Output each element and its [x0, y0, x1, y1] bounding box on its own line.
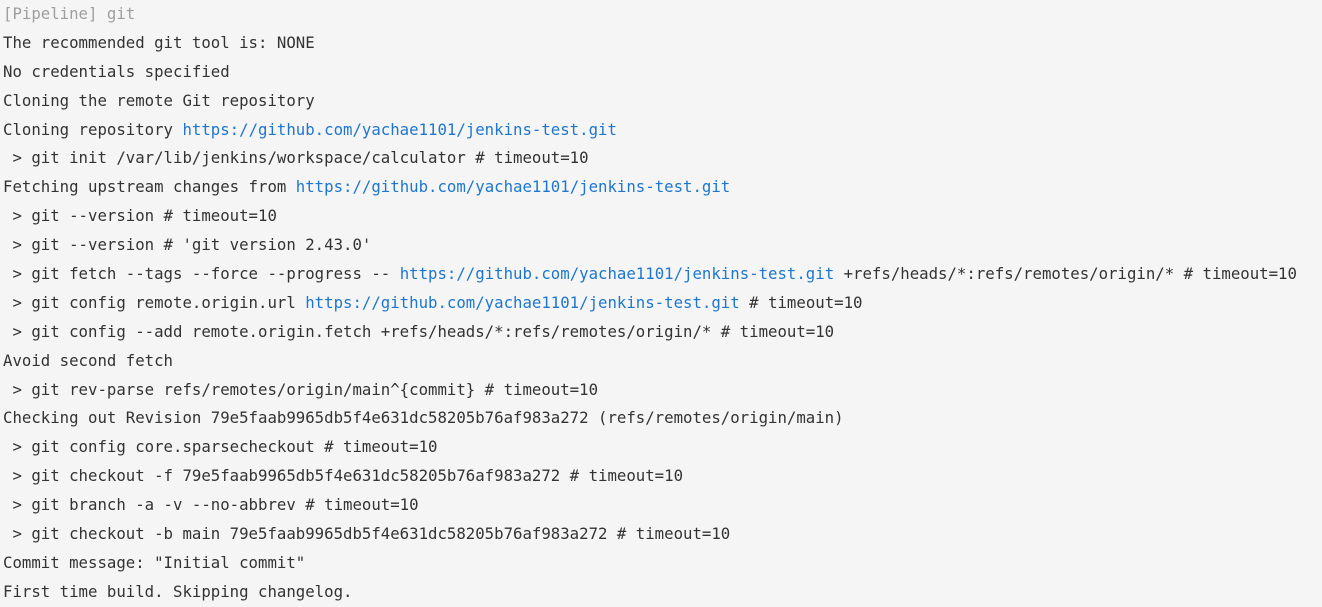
- log-text: Avoid second fetch: [3, 350, 174, 370]
- console-line: > git --version # 'git version 2.43.0': [3, 231, 1322, 260]
- log-text: > git --version # timeout=10: [3, 206, 277, 226]
- log-text: > git checkout -b main 79e5faab9965db5f4…: [3, 524, 731, 544]
- log-text: # timeout=10: [739, 292, 863, 312]
- console-line: [Pipeline] git: [3, 0, 1322, 29]
- console-line: > git checkout -b main 79e5faab9965db5f4…: [3, 520, 1322, 549]
- log-text: > git rev-parse refs/remotes/origin/main…: [3, 379, 599, 399]
- log-text: > git init /var/lib/jenkins/workspace/ca…: [3, 148, 589, 168]
- console-line: Commit message: "Initial commit": [3, 549, 1322, 578]
- log-text: Fetching upstream changes from: [3, 177, 296, 197]
- console-line: Avoid second fetch: [3, 347, 1322, 376]
- log-text: Checking out Revision 79e5faab9965db5f4e…: [3, 408, 844, 428]
- repo-url-link[interactable]: https://github.com/yachae1101/jenkins-te…: [295, 177, 731, 197]
- console-line: > git config core.sparsecheckout # timeo…: [3, 433, 1322, 462]
- console-line: No credentials specified: [3, 58, 1322, 87]
- console-line: > git branch -a -v --no-abbrev # timeout…: [3, 491, 1322, 520]
- console-line: > git fetch --tags --force --progress --…: [3, 260, 1322, 289]
- console-line: Fetching upstream changes from https://g…: [3, 173, 1322, 202]
- console-line: Checking out Revision 79e5faab9965db5f4e…: [3, 404, 1322, 433]
- console-line: First time build. Skipping changelog.: [3, 578, 1322, 607]
- console-line: The recommended git tool is: NONE: [3, 29, 1322, 58]
- log-text: > git config remote.origin.url: [3, 292, 306, 312]
- console-line: Cloning repository https://github.com/ya…: [3, 116, 1322, 145]
- console-line: > git checkout -f 79e5faab9965db5f4e631d…: [3, 462, 1322, 491]
- console-line: > git config remote.origin.url https://g…: [3, 289, 1322, 318]
- log-text: > git fetch --tags --force --progress --: [3, 264, 400, 284]
- console-line: > git rev-parse refs/remotes/origin/main…: [3, 376, 1322, 405]
- log-text: No credentials specified: [3, 61, 230, 81]
- log-text: > git config --add remote.origin.fetch +…: [3, 321, 835, 341]
- repo-url-link[interactable]: https://github.com/yachae1101/jenkins-te…: [399, 264, 835, 284]
- pipeline-step-label: [Pipeline] git: [3, 4, 136, 23]
- log-text: Cloning the remote Git repository: [3, 90, 315, 110]
- log-text: > git checkout -f 79e5faab9965db5f4e631d…: [3, 466, 684, 486]
- repo-url-link[interactable]: https://github.com/yachae1101/jenkins-te…: [305, 292, 740, 312]
- log-text: Commit message: "Initial commit": [3, 552, 306, 572]
- log-text: +refs/heads/*:refs/remotes/origin/* # ti…: [834, 264, 1297, 284]
- log-text: > git branch -a -v --no-abbrev # timeout…: [3, 495, 419, 515]
- console-line: > git --version # timeout=10: [3, 202, 1322, 231]
- log-text: > git config core.sparsecheckout # timeo…: [3, 437, 438, 457]
- log-text: > git --version # 'git version 2.43.0': [3, 235, 372, 255]
- repo-url-link[interactable]: https://github.com/yachae1101/jenkins-te…: [182, 119, 617, 139]
- console-line: > git init /var/lib/jenkins/workspace/ca…: [3, 144, 1322, 173]
- log-text: First time build. Skipping changelog.: [3, 581, 353, 601]
- console-line: > git config --add remote.origin.fetch +…: [3, 318, 1322, 347]
- console-line: Cloning the remote Git repository: [3, 87, 1322, 116]
- log-text: The recommended git tool is: NONE: [3, 32, 315, 52]
- log-text: Cloning repository: [3, 119, 183, 139]
